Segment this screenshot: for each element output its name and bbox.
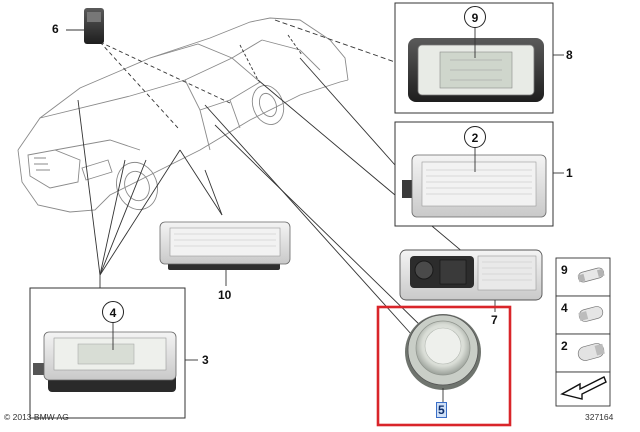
highlight-frame-part-5 [376, 305, 512, 427]
lamp-part-8 [408, 26, 544, 102]
callout-1[interactable]: 1 [566, 166, 573, 180]
callout-8[interactable]: 8 [566, 48, 573, 62]
bulb-label-9[interactable]: 9 [561, 263, 568, 277]
callout-9-circle[interactable]: 9 [464, 6, 486, 28]
lamp-part-1 [402, 146, 547, 218]
diagram-number: 327164 [585, 412, 614, 422]
bulb-wedge-small [578, 306, 604, 322]
bulb-label-2[interactable]: 2 [561, 339, 568, 353]
callout-5[interactable]: 5 [436, 402, 447, 418]
lamp-part-7 [399, 249, 543, 312]
lamp-part-10 [159, 221, 291, 286]
dome-part-5[interactable] [405, 314, 481, 402]
bulb-wedge-large [577, 343, 605, 361]
callout-6[interactable]: 6 [52, 22, 59, 36]
navigation-arrow-icon[interactable] [560, 376, 607, 400]
leader-lines [77, 19, 471, 336]
callout-4-circle[interactable]: 4 [102, 301, 124, 323]
lamp-part-3 [33, 323, 177, 392]
switch-part-6 [66, 8, 104, 44]
callout-7[interactable]: 7 [491, 313, 498, 327]
car-outline [17, 17, 349, 213]
callout-3[interactable]: 3 [202, 353, 209, 367]
copyright-text: © 2013 BMW AG [4, 412, 69, 422]
callout-2-circle[interactable]: 2 [464, 126, 486, 148]
callout-5-selected[interactable]: 5 [436, 402, 447, 418]
bulb-label-4[interactable]: 4 [561, 301, 568, 315]
callout-10[interactable]: 10 [218, 288, 232, 302]
bulb-festoon [577, 267, 605, 283]
